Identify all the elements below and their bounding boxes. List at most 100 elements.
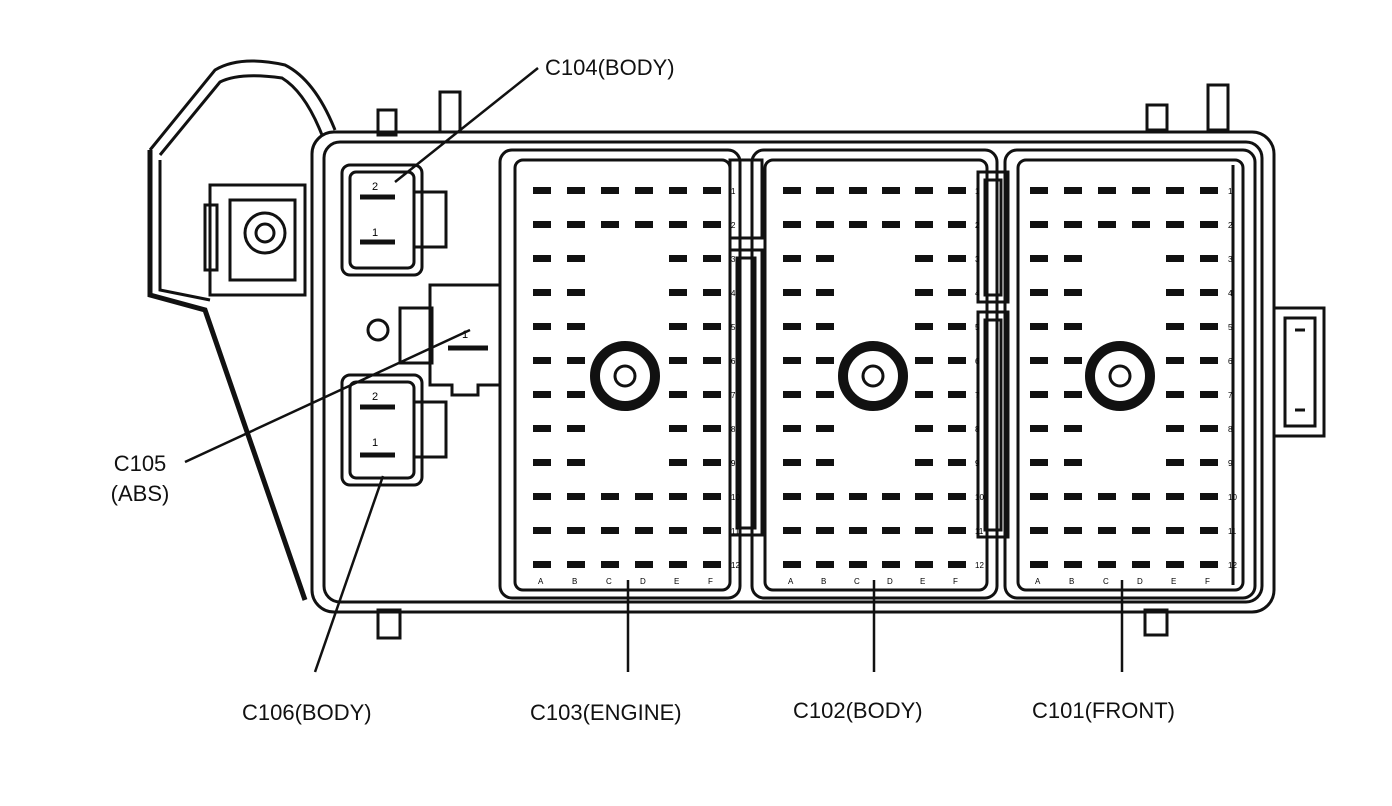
c102-row-number: 6: [975, 357, 980, 366]
small-connector-c104: [340, 163, 448, 277]
c101-pin-B1: [1064, 187, 1082, 194]
c103-pin-B10: [567, 493, 585, 500]
c101-pin-D1: [1132, 187, 1150, 194]
c102-pin-A1: [783, 187, 801, 194]
c102-pin-F8: [948, 425, 966, 432]
c102-pin-D11: [882, 527, 900, 534]
c101-pin-E12: [1166, 561, 1184, 568]
c103-pin-B9: [567, 459, 585, 466]
c101-row-number: 4: [1228, 289, 1233, 298]
c102-pin-B3: [816, 255, 834, 262]
c103-row-number: 4: [731, 289, 736, 298]
c101-row-number: 9: [1228, 459, 1233, 468]
c101-pin-F1: [1200, 187, 1218, 194]
c101-pin-B10: [1064, 493, 1082, 500]
top-tabs: [376, 83, 1230, 640]
c101-pin-E9: [1166, 459, 1184, 466]
c103-pin-B5: [567, 323, 585, 330]
c102-pin-B11: [816, 527, 834, 534]
c103-pin-E8: [669, 425, 687, 432]
c101-pin-C11: [1098, 527, 1116, 534]
c101-pin-E3: [1166, 255, 1184, 262]
c102-pin-D1: [882, 187, 900, 194]
c104-pin-1: 1: [372, 227, 378, 239]
c103-row-number: 9: [731, 459, 736, 468]
c103-pin-A5: [533, 323, 551, 330]
c101-pin-A10: [1030, 493, 1048, 500]
c103-pin-A3: [533, 255, 551, 262]
c103-pin-A6: [533, 357, 551, 364]
c102-pin-B2: [816, 221, 834, 228]
c101-row-number: 8: [1228, 425, 1233, 434]
c102-column-letter: F: [953, 577, 958, 586]
c102-row-number: 2: [975, 221, 980, 230]
c103-row-number: 10: [731, 493, 740, 502]
c102-pin-F4: [948, 289, 966, 296]
c101-pin-A2: [1030, 221, 1048, 228]
c103-pin-C1: [601, 187, 619, 194]
c102-pin-F1: [948, 187, 966, 194]
c103-row-number: 5: [731, 323, 736, 332]
c102-pin-E7: [915, 391, 933, 398]
large-connector-frames: [498, 148, 1257, 600]
c101-column-letter: C: [1103, 577, 1109, 586]
c102-pin-A11: [783, 527, 801, 534]
c103-pin-F6: [703, 357, 721, 364]
c101-pin-F4: [1200, 289, 1218, 296]
c103-pin-B11: [567, 527, 585, 534]
c102-pin-B1: [816, 187, 834, 194]
c103-pin-F4: [703, 289, 721, 296]
c103-pin-E6: [669, 357, 687, 364]
c103-pin-F5: [703, 323, 721, 330]
c102-pin-F9: [948, 459, 966, 466]
c102-pin-A10: [783, 493, 801, 500]
c101-pin-B12: [1064, 561, 1082, 568]
c102-pin-C1: [849, 187, 867, 194]
c106-pin-1: 1: [372, 437, 378, 449]
label-c106: C106(BODY): [242, 700, 372, 725]
small-connector-c106: [340, 373, 448, 487]
c101-pin-B4: [1064, 289, 1082, 296]
label-c104: C104(BODY): [545, 55, 675, 80]
c101-pin-E8: [1166, 425, 1184, 432]
c103-pin-B4: [567, 289, 585, 296]
c101-pin-F2: [1200, 221, 1218, 228]
c103-pin-C12: [601, 561, 619, 568]
c103-pin-A11: [533, 527, 551, 534]
c101-pin-C10: [1098, 493, 1116, 500]
c103-pin-F3: [703, 255, 721, 262]
c102-pin-F3: [948, 255, 966, 262]
c101-pin-F9: [1200, 459, 1218, 466]
c101-pin-D11: [1132, 527, 1150, 534]
c102-pin-D12: [882, 561, 900, 568]
c101-row-number: 3: [1228, 255, 1233, 264]
c103-pin-A2: [533, 221, 551, 228]
c103-pin-E3: [669, 255, 687, 262]
c102-bolt: [838, 341, 908, 411]
c102-row-number: 1: [975, 187, 980, 196]
c103-row-number: 7: [731, 391, 736, 400]
c103-column-letter: C: [606, 577, 612, 586]
c101-pin-C12: [1098, 561, 1116, 568]
c102-column-letter: E: [920, 577, 925, 586]
c101-row-number: 7: [1228, 391, 1233, 400]
c101-pin-F8: [1200, 425, 1218, 432]
c103-row-number: 2: [731, 221, 736, 230]
c103-pin-B12: [567, 561, 585, 568]
c101-column-letter: A: [1035, 577, 1041, 586]
c102-pin-E10: [915, 493, 933, 500]
c103-pin-C10: [601, 493, 619, 500]
c103-row-number: 3: [731, 255, 736, 264]
c101-pin-A3: [1030, 255, 1048, 262]
c103-pin-D11: [635, 527, 653, 534]
c103-row-number: 8: [731, 425, 736, 434]
leader-lines: [184, 67, 1124, 673]
c103-pin-C2: [601, 221, 619, 228]
c101-pin-C1: [1098, 187, 1116, 194]
c103-pin-D2: [635, 221, 653, 228]
c102-pin-B4: [816, 289, 834, 296]
c103-pin-C11: [601, 527, 619, 534]
